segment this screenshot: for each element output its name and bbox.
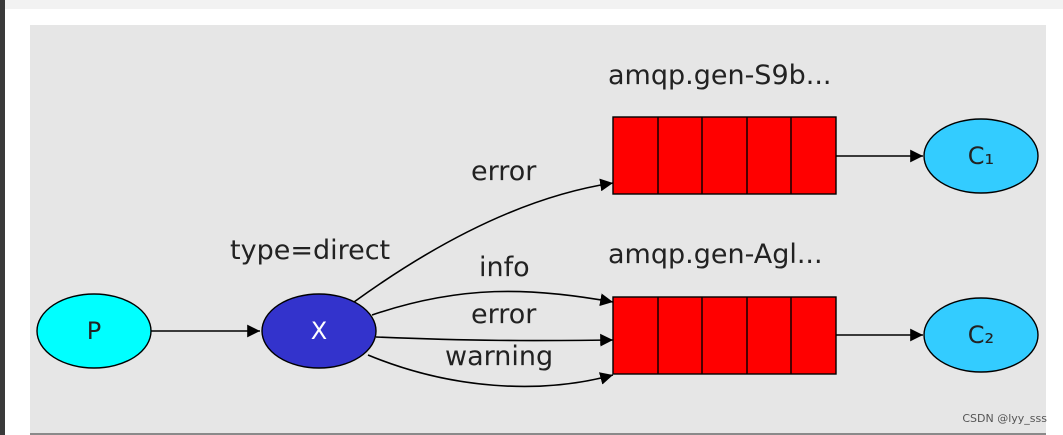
consumer-1-node: C₁: [923, 118, 1039, 194]
diagram-canvas: P X type=direct amqp.gen-S9b...: [30, 25, 1046, 435]
exchange-type-label: type=direct: [230, 235, 390, 266]
queue-2-name: amqp.gen-Agl...: [608, 239, 823, 270]
consumer-1-label: C₁: [968, 142, 994, 170]
queue-2: [612, 296, 837, 375]
binding-key-error-q2: error: [471, 299, 537, 330]
routing-diagram: P X type=direct amqp.gen-S9b...: [36, 60, 1039, 388]
edge-binding-error-q1: [353, 178, 614, 303]
window-top-band: [5, 0, 1063, 9]
queue-1: [612, 116, 837, 195]
consumer-2-label: C₂: [968, 321, 994, 349]
window-left-edge: [0, 0, 5, 435]
producer-label: P: [87, 317, 101, 345]
watermark-text: CSDN @lyy_sss: [962, 412, 1047, 425]
producer-node: P: [36, 293, 152, 369]
binding-key-error-q1: error: [471, 156, 537, 187]
exchange-label: X: [311, 317, 327, 345]
edge-binding-error-q2: [375, 333, 614, 347]
binding-key-warning-q2: warning: [445, 341, 553, 372]
exchange-node: X: [261, 293, 377, 369]
queue-1-name: amqp.gen-S9b...: [608, 60, 832, 91]
edge-binding-info-q2: [371, 290, 614, 316]
consumer-2-node: C₂: [923, 297, 1039, 373]
edge-binding-warning-q2: [367, 354, 614, 388]
binding-key-info-q2: info: [479, 252, 530, 283]
